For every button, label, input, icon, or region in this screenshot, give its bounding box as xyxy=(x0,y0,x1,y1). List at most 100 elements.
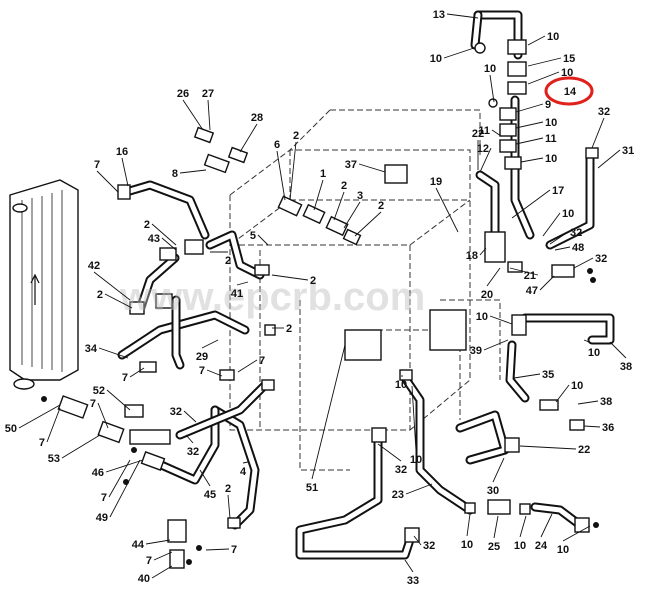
callout-leader-line xyxy=(411,385,417,452)
callout-number-10: 10 xyxy=(557,544,569,556)
watermark-text: www.epcrb.com xyxy=(119,275,425,319)
callout-number-32: 32 xyxy=(423,540,435,552)
callout-leader-line xyxy=(106,389,131,411)
callout-leader-line xyxy=(93,271,131,301)
callout-number-7: 7 xyxy=(259,355,265,367)
callout-number-21: 21 xyxy=(524,270,536,282)
callout-number-31: 31 xyxy=(622,145,634,157)
callout-number-29: 29 xyxy=(196,351,208,363)
callout-number-47: 47 xyxy=(526,285,538,297)
callout-number-13: 13 xyxy=(433,9,445,21)
callout-leader-line xyxy=(313,179,324,211)
callout-number-2: 2 xyxy=(225,255,231,267)
callout-leader-line xyxy=(205,548,230,551)
callout-number-36: 36 xyxy=(602,422,614,434)
callout-leader-line xyxy=(236,281,249,286)
callout-number-4: 4 xyxy=(240,466,247,478)
callout-number-10: 10 xyxy=(395,379,407,391)
callout-number-24: 24 xyxy=(535,540,548,552)
callout-leader-line xyxy=(542,212,561,237)
callout-number-2: 2 xyxy=(286,323,292,335)
callout-leader-line xyxy=(104,293,133,309)
callout-number-7: 7 xyxy=(94,159,100,171)
callout-leader-line xyxy=(96,170,119,193)
callout-leader-line xyxy=(18,404,61,429)
callout-leader-line xyxy=(257,234,269,246)
callout-number-25: 25 xyxy=(488,541,500,553)
callout-number-42: 42 xyxy=(88,260,100,272)
callout-leader-line xyxy=(493,515,499,539)
callout-leader-line xyxy=(183,410,197,423)
callout-number-23: 23 xyxy=(392,489,404,501)
callout-number-1: 1 xyxy=(320,168,326,180)
callout-number-7: 7 xyxy=(101,492,107,504)
callout-number-10: 10 xyxy=(476,311,488,323)
callout-number-10: 10 xyxy=(461,539,473,551)
callout-leader-line xyxy=(242,461,249,464)
callout-leader-line xyxy=(151,565,173,579)
callout-number-7: 7 xyxy=(39,437,45,449)
callout-leader-line xyxy=(271,274,309,281)
callout-leader-line xyxy=(289,141,297,201)
callout-number-2: 2 xyxy=(341,180,347,192)
callout-number-19: 19 xyxy=(430,176,442,188)
callout-number-37: 37 xyxy=(345,159,357,171)
callout-leader-line xyxy=(489,315,513,325)
callout-leader-line xyxy=(161,237,177,251)
oil-cooler-assembly xyxy=(9,179,79,390)
callout-leader-line xyxy=(145,539,171,545)
callout-leader-line xyxy=(583,339,595,345)
callout-leader-line xyxy=(519,445,577,450)
callout-number-10: 10 xyxy=(588,347,600,359)
callout-leader-line xyxy=(333,191,345,221)
callout-leader-line xyxy=(151,223,177,246)
callout-number-18: 18 xyxy=(466,250,478,262)
callout-leader-line xyxy=(483,339,509,351)
callout-number-34: 34 xyxy=(85,343,98,355)
callout-leader-line xyxy=(555,384,570,403)
callout-number-32: 32 xyxy=(170,406,182,418)
callout-leader-line xyxy=(491,129,502,137)
callout-leader-line xyxy=(109,459,141,518)
callout-leader-line xyxy=(227,494,231,519)
callout-number-7: 7 xyxy=(199,365,205,377)
callout-leader-line xyxy=(179,169,207,174)
callout-leader-line xyxy=(206,369,223,377)
callout-number-10: 10 xyxy=(561,67,573,79)
callout-number-10: 10 xyxy=(562,208,574,220)
callout-leader-line xyxy=(597,149,621,169)
callout-leader-line xyxy=(129,367,145,378)
callout-number-2: 2 xyxy=(310,275,316,287)
callout-leader-line xyxy=(239,123,258,153)
callout-leader-line xyxy=(446,13,479,19)
callout-number-32: 32 xyxy=(570,227,582,239)
callout-number-20: 20 xyxy=(481,289,493,301)
callout-leader-line xyxy=(486,267,501,287)
callout-number-40: 40 xyxy=(138,573,150,585)
callout-leader-line xyxy=(61,434,101,459)
callout-number-52: 52 xyxy=(93,385,105,397)
callout-leader-line xyxy=(466,513,471,537)
callout-number-46: 46 xyxy=(92,467,104,479)
callout-leader-line xyxy=(591,117,605,149)
callout-number-35: 35 xyxy=(542,369,554,381)
callout-number-15: 15 xyxy=(563,53,575,65)
callout-number-10: 10 xyxy=(545,153,557,165)
callout-number-28: 28 xyxy=(251,112,263,124)
callout-leader-line xyxy=(583,425,601,428)
callout-number-11: 11 xyxy=(478,125,490,137)
callout-leader-line xyxy=(527,35,546,46)
callout-number-45: 45 xyxy=(204,489,216,501)
callout-leader-line xyxy=(509,267,539,276)
callout-number-5: 5 xyxy=(250,230,256,242)
callout-leader-line xyxy=(527,57,562,67)
callout-number-11: 11 xyxy=(545,133,557,145)
callout-leader-line xyxy=(108,459,131,498)
callout-number-7: 7 xyxy=(90,398,96,410)
callout-number-10: 10 xyxy=(545,117,557,129)
callout-leader-line xyxy=(98,347,129,359)
callout-number-48: 48 xyxy=(572,242,584,254)
callout-number-10: 10 xyxy=(410,454,422,466)
callout-number-33: 33 xyxy=(407,575,419,587)
